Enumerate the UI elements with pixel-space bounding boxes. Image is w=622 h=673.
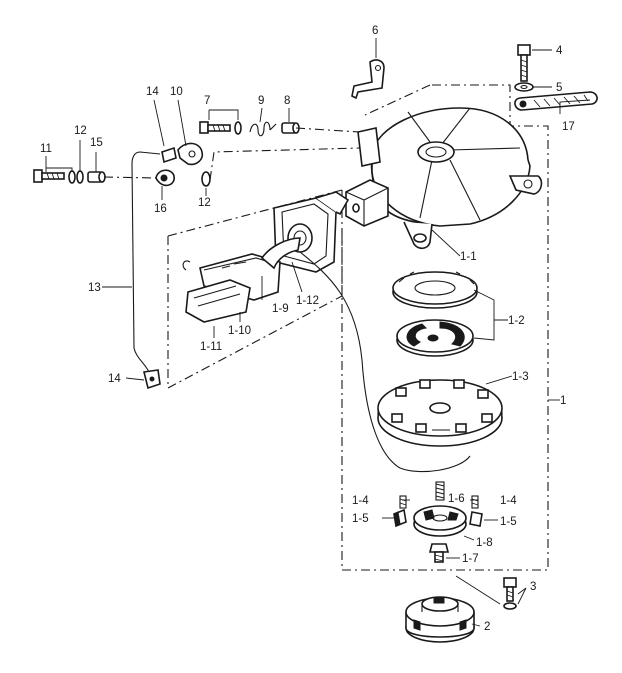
part-1-11-handle-insert	[185, 279, 251, 323]
part-16-cam	[155, 169, 175, 187]
callout-1-5-right: 1-5	[500, 516, 517, 528]
part-8-collar	[281, 122, 300, 134]
callout-1-12: 1-12	[296, 295, 319, 307]
callout-1-11: 1-11	[200, 341, 222, 353]
assembly-boundary-1	[341, 84, 549, 571]
part-7-screw	[199, 121, 242, 135]
callout-9: 9	[258, 95, 264, 107]
callout-4: 4	[556, 45, 563, 57]
part-4-bolt	[517, 44, 531, 82]
callout-1-1: 1-1	[460, 251, 477, 263]
part-1-2-recoil-spring	[392, 271, 478, 357]
callout-1-4-left: 1-4	[352, 495, 369, 507]
part-1-5-ratchet-right	[469, 511, 483, 527]
callout-16: 16	[154, 203, 167, 215]
part-9-spring	[249, 121, 277, 137]
callout-1-8: 1-8	[476, 537, 493, 549]
part-2-starter-cup	[405, 596, 475, 643]
part-17-handle-grip	[514, 91, 598, 111]
callout-1-2: 1-2	[508, 315, 525, 327]
callout-6: 6	[372, 25, 378, 37]
part-1-7-screw	[428, 543, 450, 563]
part-1-12-rope-seal	[273, 191, 350, 273]
part-12-washer-right	[201, 171, 211, 187]
callout-12-right: 12	[198, 197, 211, 209]
part-1-5-ratchet-left	[393, 508, 407, 528]
callout-1-4-right: 1-4	[500, 495, 517, 507]
callout-8: 8	[284, 95, 290, 107]
callout-1-7: 1-7	[462, 553, 479, 565]
callout-10: 10	[170, 86, 183, 98]
callout-13: 13	[88, 282, 101, 294]
part-1-6-spring	[435, 481, 445, 501]
part-1-4-spring-left	[399, 495, 407, 509]
part-12-washer-left	[68, 170, 84, 184]
callout-5: 5	[556, 82, 562, 94]
part-1-1-starter-housing	[345, 107, 543, 250]
assembly-axis-2-3	[455, 575, 501, 605]
callout-labels: 1 1-1 1-2 1-3 1-4 1-4 1-5 1-5 1-6 1-7 1-…	[40, 25, 575, 633]
callout-12-left: 12	[74, 125, 87, 137]
starter-rope	[299, 251, 471, 473]
callout-2: 2	[484, 621, 490, 633]
callout-3: 3	[530, 581, 536, 593]
callout-1-3: 1-3	[512, 371, 529, 383]
part-1-8-friction-plate	[413, 505, 467, 537]
part-1-3-rope-pulley	[377, 379, 503, 447]
callout-17: 17	[562, 121, 575, 133]
part-11-screw	[33, 169, 65, 183]
part-13-rod	[131, 151, 161, 390]
part-15-collar	[87, 171, 106, 183]
callout-1-5-left: 1-5	[352, 513, 369, 525]
callout-14-bottom: 14	[108, 373, 121, 385]
part-14-clip-top	[161, 146, 177, 164]
callout-1: 1	[560, 395, 566, 407]
callout-7: 7	[204, 95, 210, 107]
assembly-boundary-top	[364, 84, 431, 116]
callout-11: 11	[40, 143, 52, 155]
leader-lines	[45, 38, 591, 627]
assembly-axis-7-8	[295, 127, 361, 133]
part-1-4-spring-right	[471, 495, 479, 509]
part-3-bolt	[503, 577, 517, 610]
callout-14-top: 14	[146, 86, 159, 98]
assembly-axis-11-16	[103, 176, 157, 179]
callout-15: 15	[90, 137, 103, 149]
callout-1-6: 1-6	[448, 493, 465, 505]
part-5-washer	[514, 82, 534, 92]
callout-1-10: 1-10	[228, 325, 251, 337]
callout-1-9: 1-9	[272, 303, 289, 315]
part-10-link-plate	[177, 142, 204, 166]
assembly-axis-16	[209, 147, 361, 181]
sub-assembly-boundary-handle	[167, 189, 343, 389]
part-6-lever	[351, 59, 385, 100]
